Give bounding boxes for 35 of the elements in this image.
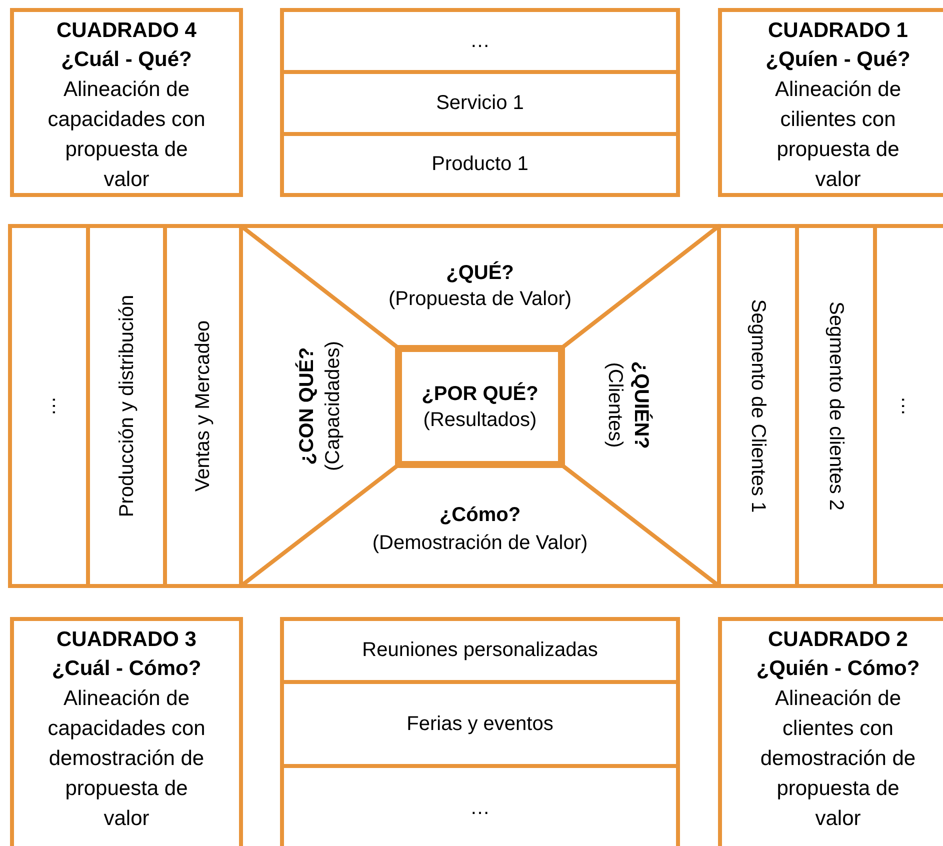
quadrant-box xyxy=(718,8,943,197)
row-label: … xyxy=(470,796,490,820)
canvas-section xyxy=(398,348,562,465)
section-subtitle: (Propuesta de Valor) xyxy=(388,287,572,312)
column-label: Segmento de clientes 2 xyxy=(824,301,848,511)
section-subtitle: (Resultados) xyxy=(422,408,538,433)
row-label: Producto 1 xyxy=(432,153,528,176)
column-label: … xyxy=(37,396,61,416)
card-heading: CUADRADO 1 ¿Quíen - Qué? xyxy=(764,18,912,73)
column-label: … xyxy=(896,396,920,416)
section-subtitle: (Clientes) xyxy=(603,361,627,449)
row-label: … xyxy=(470,30,490,52)
section-heading: ¿QUÉ? xyxy=(445,260,515,286)
card-heading: CUADRADO 3 ¿Cuál - Cómo? xyxy=(50,627,202,682)
quadrant-box xyxy=(10,617,243,846)
card-text: Alineación de cilientes con propuesta de valor xyxy=(774,77,902,193)
section-heading: ¿Cómo? xyxy=(438,503,522,528)
section-subtitle: (Demostración de Valor) xyxy=(372,531,588,556)
section-subtitle: (Capacidades) xyxy=(321,340,345,472)
column-label: Segmento de Clientes 1 xyxy=(746,299,770,513)
card-heading: CUADRADO 2 ¿Quién - Cómo? xyxy=(755,627,921,682)
column-label: Producción y distribución xyxy=(114,294,138,518)
column-label: Ventas y Mercadeo xyxy=(191,320,215,492)
section-heading: ¿CON QUÉ? xyxy=(294,346,319,467)
quadrant-box xyxy=(718,617,943,846)
card-text: Alineación de clientes con demostración de propuesta de valor xyxy=(759,686,917,832)
row-label: Ferias y eventos xyxy=(406,712,554,736)
row-label: Reuniones personalizadas xyxy=(362,639,598,662)
card-text: Alineación de capacidades con propuesta de valor xyxy=(46,77,206,193)
section-heading: ¿POR QUÉ? xyxy=(422,381,538,407)
row-label: Servicio 1 xyxy=(436,92,524,114)
card-text: Alineación de capacidades con demostración de propuesta de valor xyxy=(46,686,206,832)
quadrant-box xyxy=(10,8,243,197)
card-heading: CUADRADO 4 ¿Cuál - Qué? xyxy=(55,18,198,73)
section-heading: ¿QUIÉN? xyxy=(629,361,654,449)
